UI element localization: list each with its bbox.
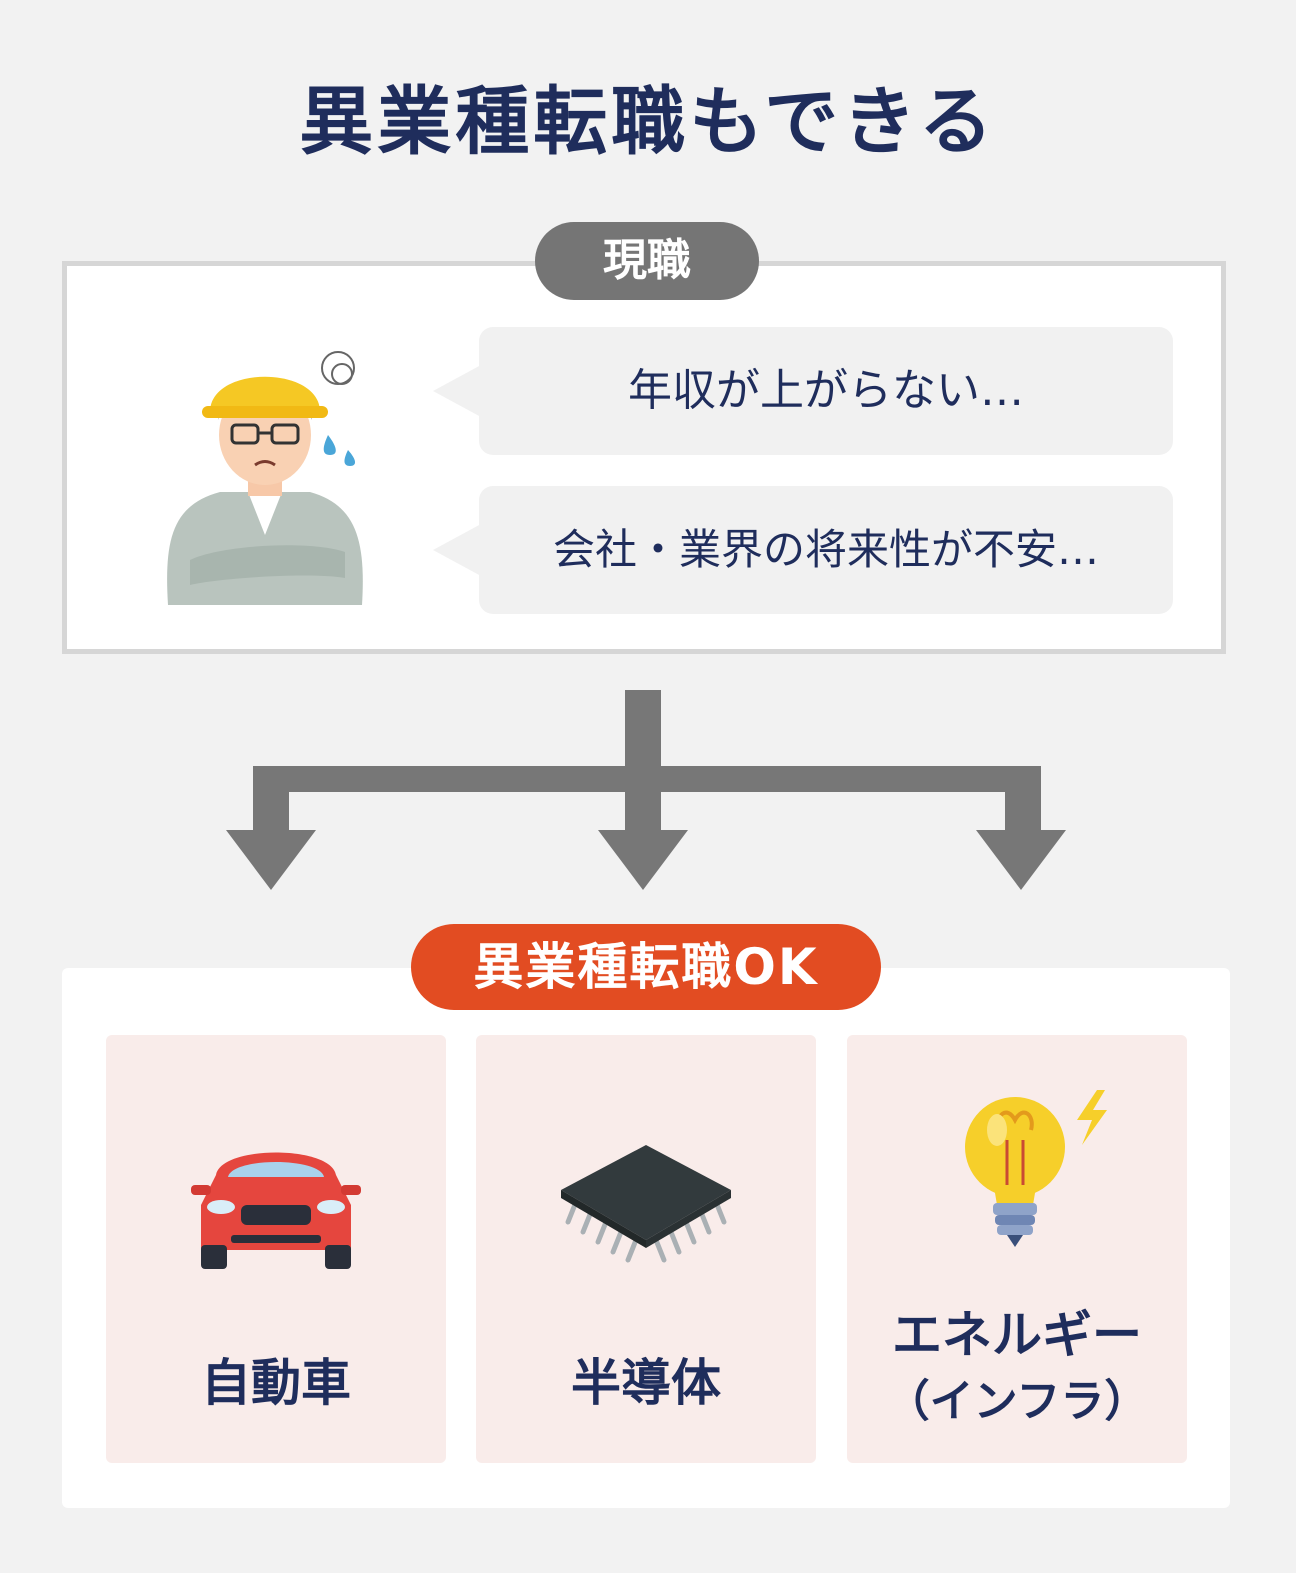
industry-name-semiconductor: 半導体	[571, 1354, 721, 1412]
industry-change-ok-label: 異業種転職OK	[411, 924, 881, 1010]
industry-sub-infrastructure: （インフラ）	[885, 1376, 1149, 1427]
industry-name-automotive: 自動車	[201, 1354, 351, 1412]
page-title: 異業種転職もできる	[299, 79, 997, 165]
industry-card-energy: エネルギー （インフラ）	[847, 1035, 1187, 1463]
branch-arrows	[226, 690, 1066, 890]
chip-icon	[561, 1145, 731, 1263]
thought-bubble-future: 会社・業界の将来性が不安…	[433, 486, 1173, 614]
industry-card-automotive: 自動車	[106, 1035, 446, 1463]
industry-name-energy: エネルギー	[892, 1306, 1142, 1364]
car-icon	[191, 1152, 361, 1269]
worried-worker-icon	[167, 351, 363, 605]
thought-bubble-salary: 年収が上がらない…	[433, 327, 1173, 455]
current-job-label: 現職	[535, 222, 759, 300]
lightbulb-icon	[965, 1090, 1107, 1247]
industry-card-semiconductor: 半導体	[476, 1035, 816, 1463]
